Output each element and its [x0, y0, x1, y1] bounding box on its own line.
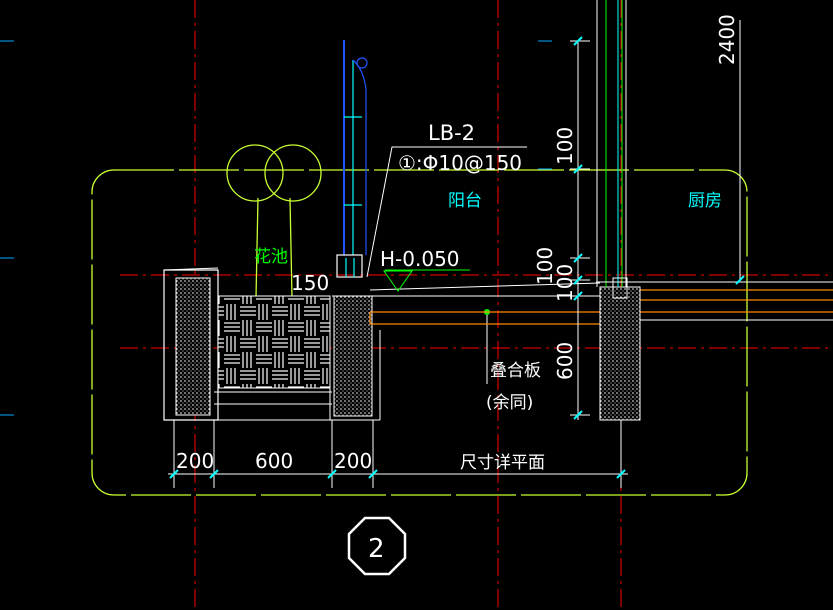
kitchen-label: 厨房: [688, 191, 722, 211]
composite-slab: [369, 289, 833, 325]
slab-note-label: (余同): [486, 393, 533, 413]
kitchen-wall-column: [596, 0, 833, 421]
balcony-railing: [336, 40, 368, 278]
edge-markers: [0, 40, 552, 416]
balcony-label: 阳台: [448, 191, 482, 211]
dim-v-100-low: 100: [553, 264, 577, 302]
rebar-spec-label: ①:Φ10@150: [398, 151, 522, 175]
dim-h-see-plan: 尺寸详平面: [460, 453, 545, 473]
lb-code-label: LB-2: [428, 121, 475, 145]
dim-h-200-right: 200: [334, 449, 372, 473]
horizontal-dim-ticks: [169, 469, 626, 479]
vertical-dim-ticks: [573, 36, 745, 420]
planter-label: 花池: [254, 247, 288, 267]
slab-type-label: 叠合板: [490, 361, 541, 381]
tree-symbol: [226, 144, 322, 299]
dim-v-100-top: 100: [553, 127, 577, 165]
detail-number-octagon: [347, 516, 407, 576]
dim-h-200-left: 200: [176, 449, 214, 473]
dim-v-2400: 2400: [715, 14, 739, 65]
curb-width-label: 150: [291, 271, 329, 295]
detail-boundary-outline: [91, 169, 748, 496]
dim-v-100-mid: 100: [533, 247, 557, 285]
detail-number-label: 2: [368, 534, 385, 564]
elevation-label: H-0.050: [380, 247, 460, 271]
dim-v-600: 600: [553, 342, 577, 380]
planter-box: [163, 267, 381, 421]
dim-h-600: 600: [255, 449, 293, 473]
vertical-dimensions: [570, 20, 741, 420]
horizontal-dimensions: [168, 420, 628, 488]
